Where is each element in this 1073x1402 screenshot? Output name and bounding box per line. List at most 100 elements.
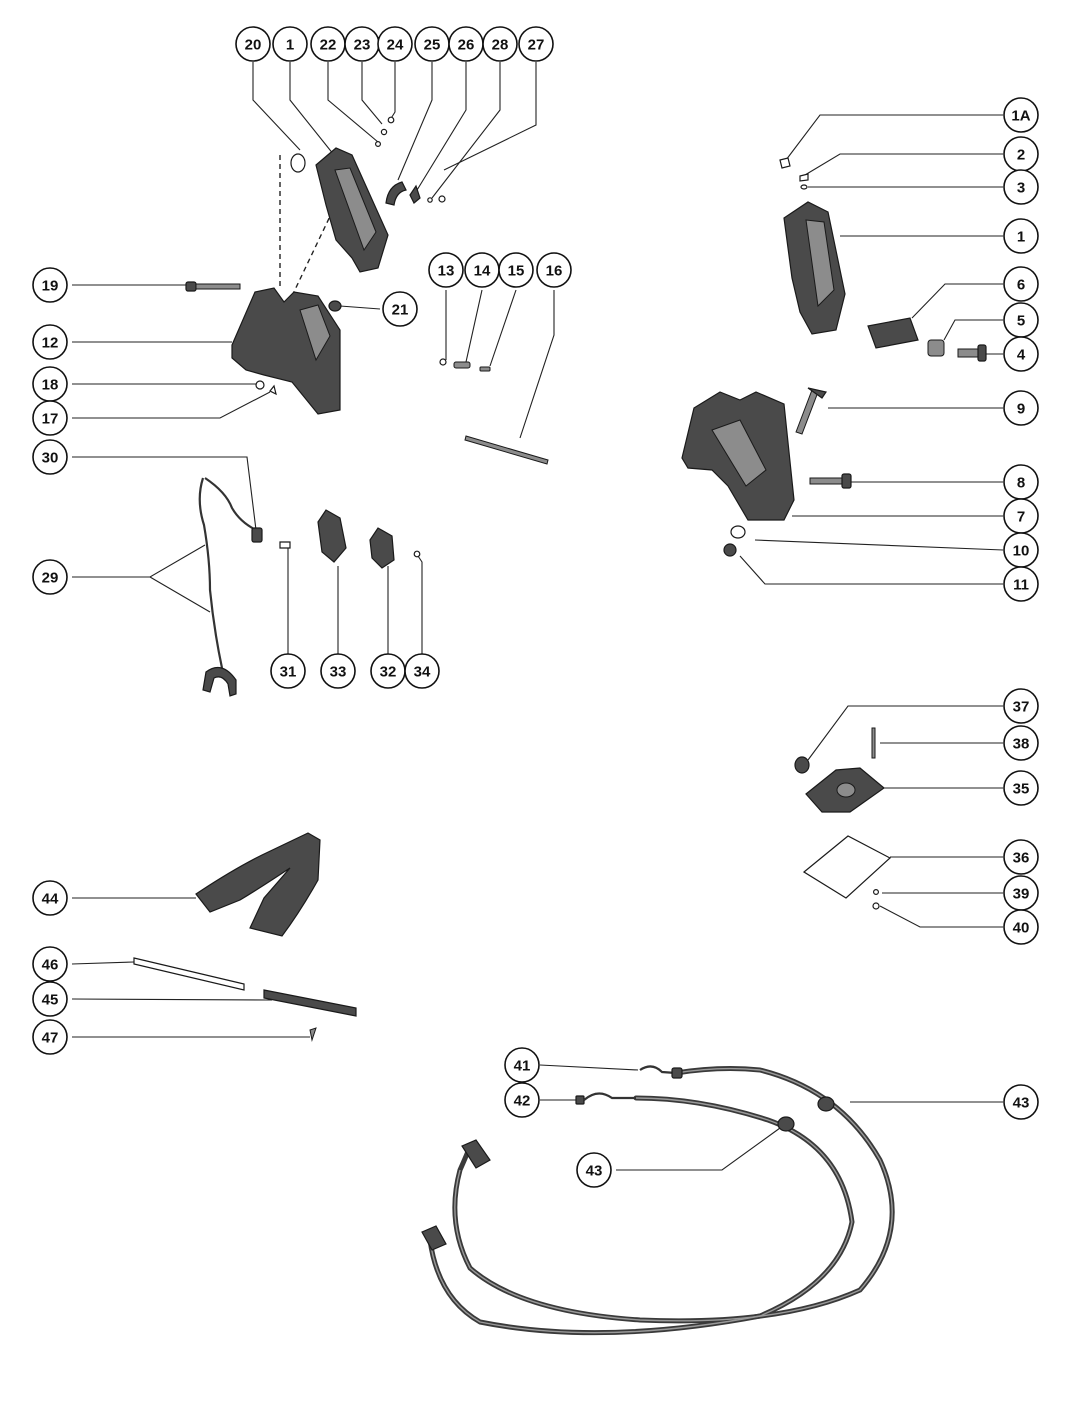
callout-label: 45 <box>42 992 59 1009</box>
callout-24: 24 <box>377 26 413 62</box>
callout-label: 8 <box>1017 475 1025 492</box>
callout-25: 25 <box>414 26 450 62</box>
part-6-sleeve <box>867 317 919 349</box>
callout-21: 21 <box>382 291 418 327</box>
callout-label: 10 <box>1013 543 1030 560</box>
callout-label: 32 <box>380 664 397 681</box>
callout-1A: 1A <box>1003 97 1039 133</box>
callout-45: 45 <box>32 981 68 1017</box>
callout-circle <box>32 400 68 436</box>
callout-circle <box>1003 1084 1039 1120</box>
callout-38: 38 <box>1003 725 1039 761</box>
callout-circle <box>536 252 572 288</box>
callout-label: 25 <box>424 37 441 54</box>
callout-9: 9 <box>1003 390 1039 426</box>
callout-22: 22 <box>310 26 346 62</box>
callout-39: 39 <box>1003 875 1039 911</box>
part-20-o-ring <box>290 153 306 173</box>
part-43-hoses <box>421 1066 895 1336</box>
callout-label: 22 <box>320 37 337 54</box>
part-46-rod <box>133 957 245 991</box>
callout-circle <box>428 252 464 288</box>
callout-1-right: 1 <box>1003 218 1039 254</box>
callout-circle <box>1003 169 1039 205</box>
callout-circle <box>32 439 68 475</box>
callout-circle <box>576 1152 612 1188</box>
callout-label: 23 <box>354 37 371 54</box>
callout-7: 7 <box>1003 498 1039 534</box>
callout-circle <box>382 291 418 327</box>
part-11-nut <box>723 543 737 557</box>
callout-8: 8 <box>1003 464 1039 500</box>
callout-circle <box>1003 218 1039 254</box>
part-24 <box>387 116 395 124</box>
part-31 <box>279 541 291 549</box>
callout-circle <box>32 1019 68 1055</box>
part-17 <box>269 384 277 396</box>
callout-label: 38 <box>1013 736 1030 753</box>
callout-label: 9 <box>1017 401 1025 418</box>
callout-circle <box>1003 770 1039 806</box>
callout-label: 2 <box>1017 147 1025 164</box>
part-19-bolt <box>185 281 241 292</box>
part-32-block <box>369 527 395 569</box>
callout-14: 14 <box>464 252 500 288</box>
callout-label: 21 <box>392 302 409 319</box>
callout-4: 4 <box>1003 336 1039 372</box>
callout-label: 1 <box>286 37 294 54</box>
callout-circle <box>1003 266 1039 302</box>
callout-27: 27 <box>518 26 554 62</box>
callout-16: 16 <box>536 252 572 288</box>
callout-5: 5 <box>1003 302 1039 338</box>
callout-30: 30 <box>32 439 68 475</box>
callout-3: 3 <box>1003 169 1039 205</box>
callout-circle <box>32 946 68 982</box>
part-27 <box>438 195 446 203</box>
callout-label: 18 <box>42 377 59 394</box>
callout-44: 44 <box>32 880 68 916</box>
callout-circle <box>1003 336 1039 372</box>
part-16-rod <box>464 435 549 465</box>
callout-circle <box>1003 688 1039 724</box>
callout-circle <box>504 1047 540 1083</box>
callout-label: 16 <box>546 263 563 280</box>
part-28 <box>427 197 433 203</box>
part-1A <box>779 157 791 169</box>
callout-42: 42 <box>504 1082 540 1118</box>
callout-6: 6 <box>1003 266 1039 302</box>
callout-label: 42 <box>514 1093 531 1110</box>
callout-label: 47 <box>42 1030 59 1047</box>
callout-label: 14 <box>474 263 491 280</box>
part-8-bolt <box>809 473 852 489</box>
leader-lines <box>71 62 1004 1171</box>
part-9-bolt <box>795 387 827 435</box>
callout-label: 19 <box>42 278 59 295</box>
callout-47: 47 <box>32 1019 68 1055</box>
callout-label: 11 <box>1013 577 1029 594</box>
callout-2: 2 <box>1003 136 1039 172</box>
callout-circle <box>235 26 271 62</box>
callout-circle <box>377 26 413 62</box>
callout-label: 46 <box>42 957 59 974</box>
callout-circle <box>1003 566 1039 602</box>
callout-41: 41 <box>504 1047 540 1083</box>
callout-label: 40 <box>1013 920 1030 937</box>
callout-label: 4 <box>1017 347 1026 364</box>
callout-circle <box>320 653 356 689</box>
callout-20: 20 <box>235 26 271 62</box>
callout-label: 1 <box>1017 229 1025 246</box>
callout-label: 24 <box>387 37 404 54</box>
callout-43-right: 43 <box>1003 1084 1039 1120</box>
callout-31: 31 <box>270 653 306 689</box>
callout-23: 23 <box>344 26 380 62</box>
callout-11: 11 <box>1003 566 1039 602</box>
part-36-gasket <box>802 835 892 899</box>
callout-circle <box>1003 909 1039 945</box>
callout-43-mid: 43 <box>576 1152 612 1188</box>
part-41-fitting <box>639 1065 683 1079</box>
callout-circle <box>498 252 534 288</box>
part-37-plug <box>794 756 810 774</box>
part-21-nut <box>328 300 342 312</box>
